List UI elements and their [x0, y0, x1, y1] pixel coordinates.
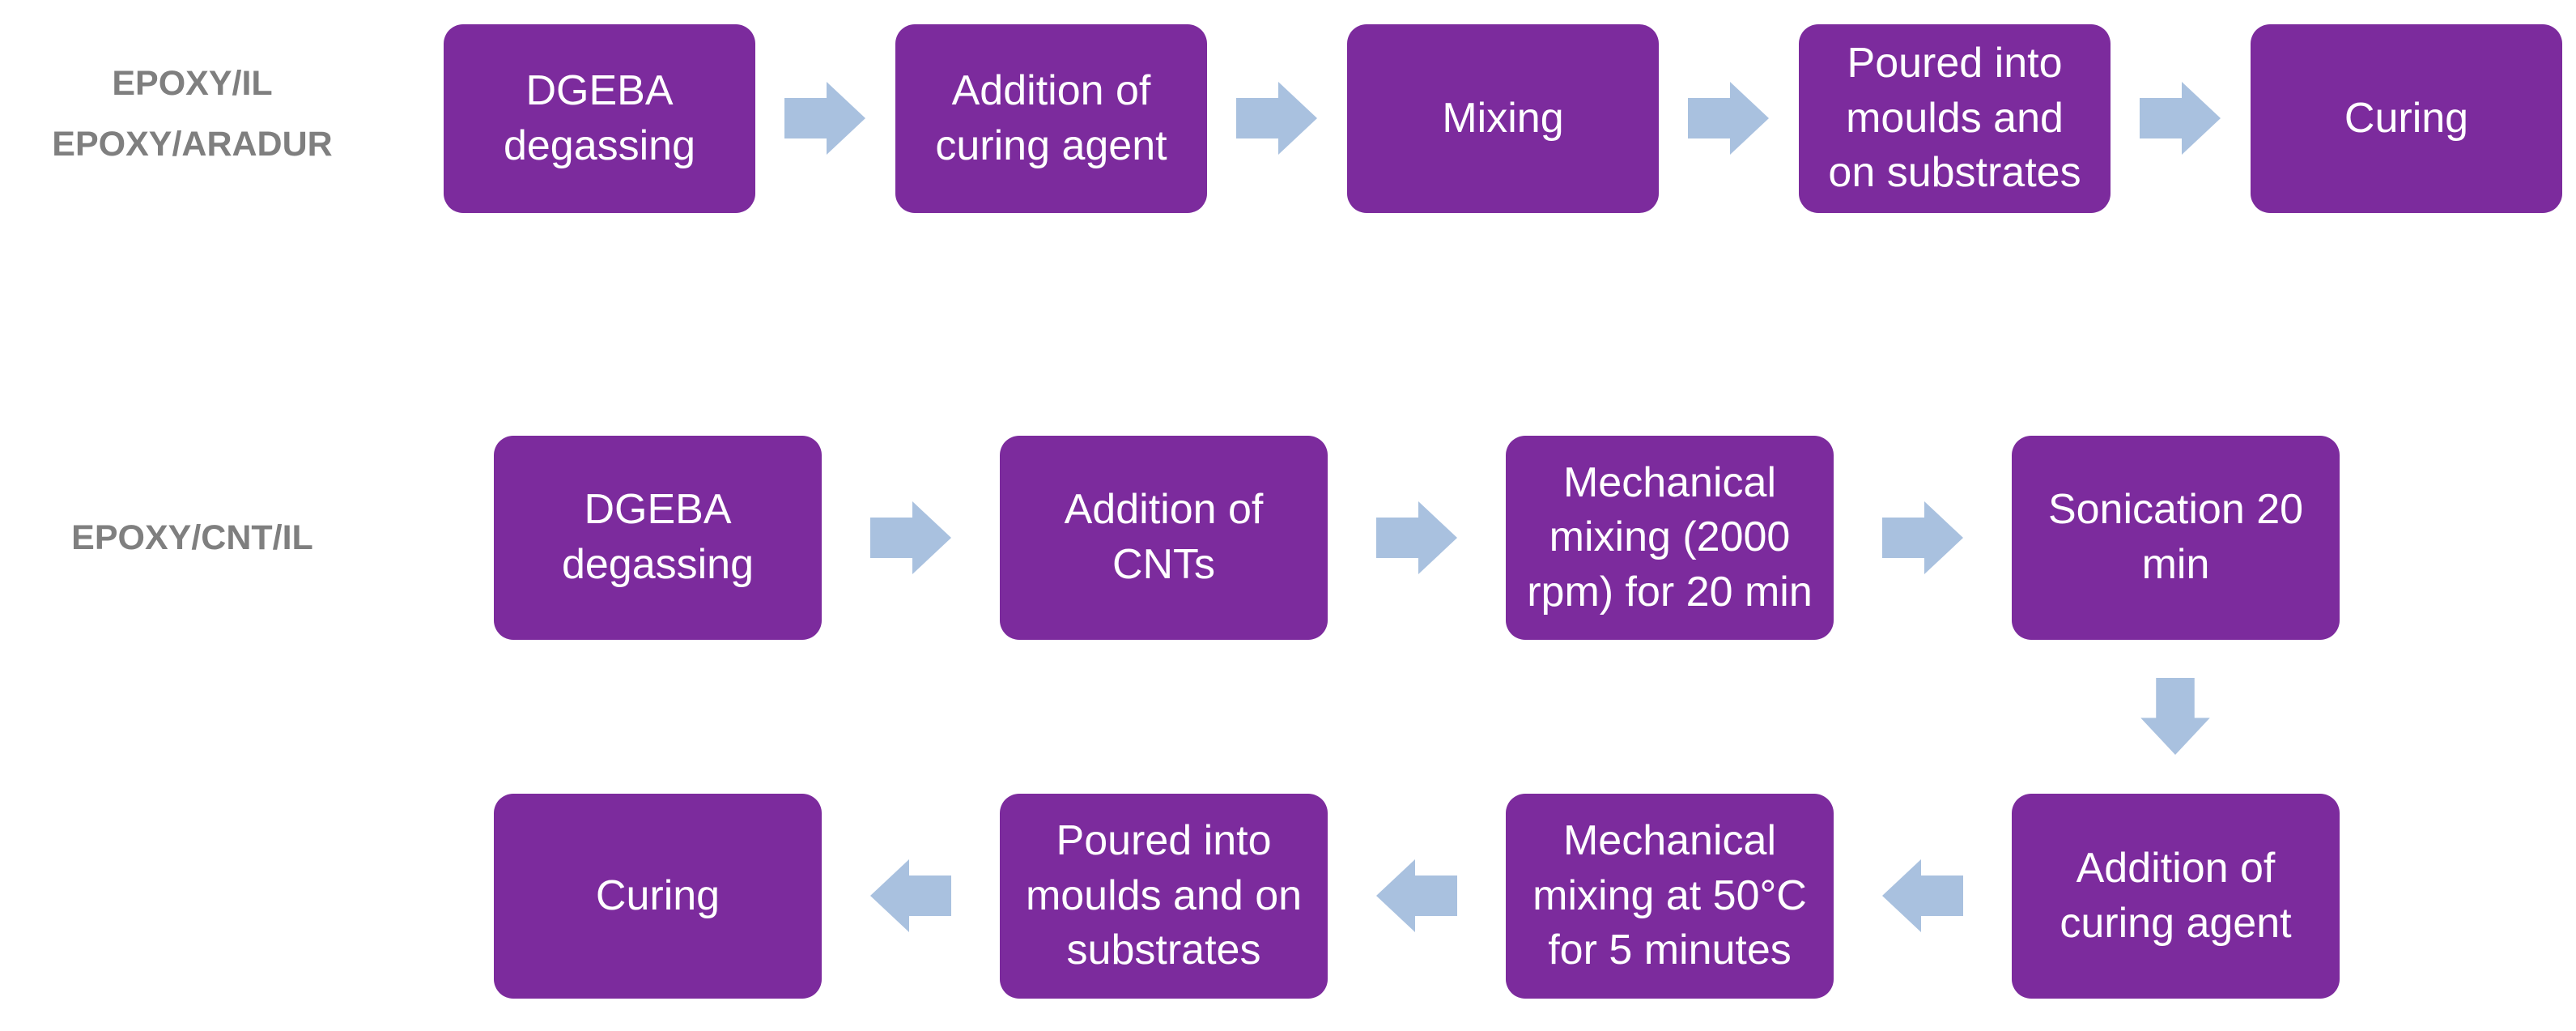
step-mechanical-mixing-50c: Mechanical mixing at 50°C for 5 minutes — [1506, 794, 1834, 999]
step-curing-2: Curing — [494, 794, 822, 999]
arrow-right-icon — [2140, 82, 2221, 155]
step-dgeba-degassing-2: DGEBA degassing — [494, 436, 822, 640]
arrow-right-icon — [1882, 501, 1963, 574]
arrow-right-icon — [1376, 501, 1457, 574]
step-dgeba-degassing: DGEBA degassing — [444, 24, 755, 213]
step-addition-of-curing-agent-2: Addition of curing agent — [2012, 794, 2340, 999]
arrow-left-icon — [1882, 859, 1963, 932]
arrow-left-icon — [870, 859, 951, 932]
arrow-right-icon — [1688, 82, 1769, 155]
step-sonication-20min: Sonication 20 min — [2012, 436, 2340, 640]
step-mechanical-mixing-2000rpm: Mechanical mixing (2000 rpm) for 20 min — [1506, 436, 1834, 640]
step-poured-into-moulds-2: Poured into moulds and on substrates — [1000, 794, 1328, 999]
arrow-right-icon — [1236, 82, 1317, 155]
step-poured-into-moulds: Poured into moulds and on substrates — [1799, 24, 2111, 213]
step-mixing: Mixing — [1347, 24, 1659, 213]
flow-label-epoxy-cnt-il: EPOXY/CNT/IL — [71, 518, 313, 557]
step-addition-of-cnts: Addition of CNTs — [1000, 436, 1328, 640]
arrow-down-icon — [2140, 678, 2210, 755]
step-addition-of-curing-agent: Addition of curing agent — [895, 24, 1207, 213]
flow-label-epoxy-il-aradur: EPOXY/IL EPOXY/ARADUR — [52, 64, 333, 164]
step-curing: Curing — [2251, 24, 2562, 213]
arrow-right-icon — [870, 501, 951, 574]
arrow-left-icon — [1376, 859, 1457, 932]
arrow-right-icon — [784, 82, 865, 155]
